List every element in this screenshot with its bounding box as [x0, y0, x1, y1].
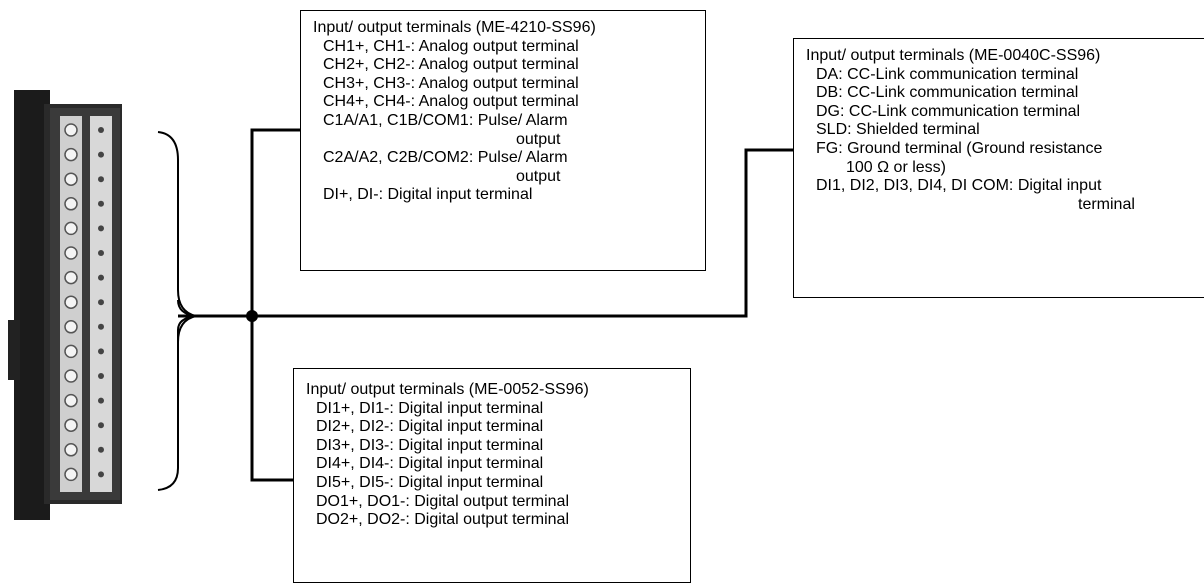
terminal-hole-icon [98, 446, 104, 453]
box-line-continuation: terminal [1078, 195, 1135, 213]
terminal-screw-icon [64, 295, 78, 309]
box-line: DG: CC-Link communication terminal [816, 102, 1081, 120]
box-line: DO1+, DO1-: Digital output terminal [316, 492, 569, 510]
terminal-hole-icon [98, 250, 104, 256]
terminal-box-me-0052: Input/ output terminals (ME-0052-SS96) D… [293, 368, 691, 583]
terminal-screw-icon [64, 197, 78, 211]
terminal-screw-icon [64, 393, 78, 408]
box-line: DI1+, DI1-: Digital input terminal [316, 399, 544, 417]
terminal-hole-icon [98, 373, 104, 379]
terminal-screws [64, 123, 104, 482]
box-line: SLD: Shielded terminal [816, 121, 980, 139]
connector-to-box-a [250, 128, 300, 482]
box-line: CH1+, CH1-: Analog output terminal [323, 37, 579, 55]
box-title: Input/ output terminals (ME-0052-SS96) [306, 381, 589, 398]
terminal-hole-icon [98, 127, 104, 133]
terminal-screw-icon [64, 443, 78, 457]
connector-lines [178, 128, 793, 482]
box-line: DI3+, DI3-: Digital input terminal [316, 436, 544, 454]
junction-dot-icon [246, 310, 258, 322]
box-line: DO2+, DO2-: Digital output terminal [316, 511, 569, 529]
terminal-hole-icon [98, 397, 104, 404]
terminal-screw-icon [64, 221, 78, 236]
box-line: C2A/A2, C2B/COM2: Pulse/ Alarm [323, 149, 568, 167]
terminal-screw-icon [64, 172, 78, 186]
lower-brace [157, 299, 197, 491]
box-line: CH4+, CH4-: Analog output terminal [323, 93, 579, 111]
terminal-screw-icon [64, 369, 78, 383]
terminal-hole-icon [98, 422, 104, 429]
box-line: DB: CC-Link communication terminal [816, 84, 1079, 102]
terminal-screw-icon [64, 270, 78, 285]
terminal-hole-icon [98, 323, 104, 330]
terminal-screw-icon [64, 344, 78, 359]
terminal-screw-icon [64, 147, 78, 162]
module-latch [8, 320, 20, 380]
terminal-screw-icon [64, 246, 78, 260]
box-line-continuation: output [516, 167, 561, 185]
box-line-continuation: output [516, 130, 561, 148]
terminal-box-me-0040c: Input/ output terminals (ME-0040C-SS96) … [793, 38, 1204, 298]
box-title: Input/ output terminals (ME-4210-SS96) [313, 19, 596, 36]
box-title: Input/ output terminals (ME-0040C-SS96) [806, 47, 1101, 64]
connector-main-trunk [178, 148, 793, 318]
box-line: DI4+, DI4-: Digital input terminal [316, 455, 544, 473]
box-line: DI2+, DI2-: Digital input terminal [316, 418, 544, 436]
box-line-continuation: 100 Ω or less) [846, 158, 946, 176]
box-line: C1A/A1, C1B/COM1: Pulse/ Alarm [323, 111, 568, 129]
box-line: DA: CC-Link communication terminal [816, 65, 1079, 83]
box-line: FG: Ground terminal (Ground resistance [816, 139, 1103, 157]
terminal-hole-icon [98, 299, 104, 306]
terminal-hole-icon [98, 151, 104, 158]
box-line: CH3+, CH3-: Analog output terminal [323, 74, 579, 92]
terminal-hole-icon [98, 274, 104, 281]
terminal-box-me-4210: Input/ output terminals (ME-4210-SS96) C… [300, 10, 706, 271]
terminal-hole-icon [98, 471, 104, 478]
terminal-screw-icon [64, 467, 78, 482]
box-line: DI1, DI2, DI3, DI4, DI COM: Digital inpu… [816, 177, 1102, 195]
box-line: DI5+, DI5-: Digital input terminal [316, 473, 544, 491]
box-line: DI+, DI-: Digital input terminal [323, 186, 533, 204]
terminal-screw-icon [64, 123, 78, 137]
terminal-screw-icon [64, 320, 78, 334]
terminal-hole-icon [98, 348, 104, 355]
terminal-block-module-icon [8, 90, 122, 520]
terminal-screw-icon [64, 418, 78, 432]
terminal-hole-icon [98, 200, 104, 207]
terminal-hole-icon [98, 176, 104, 183]
box-line: CH2+, CH2-: Analog output terminal [323, 56, 579, 74]
upper-brace [157, 131, 197, 343]
terminal-hole-icon [98, 225, 104, 232]
